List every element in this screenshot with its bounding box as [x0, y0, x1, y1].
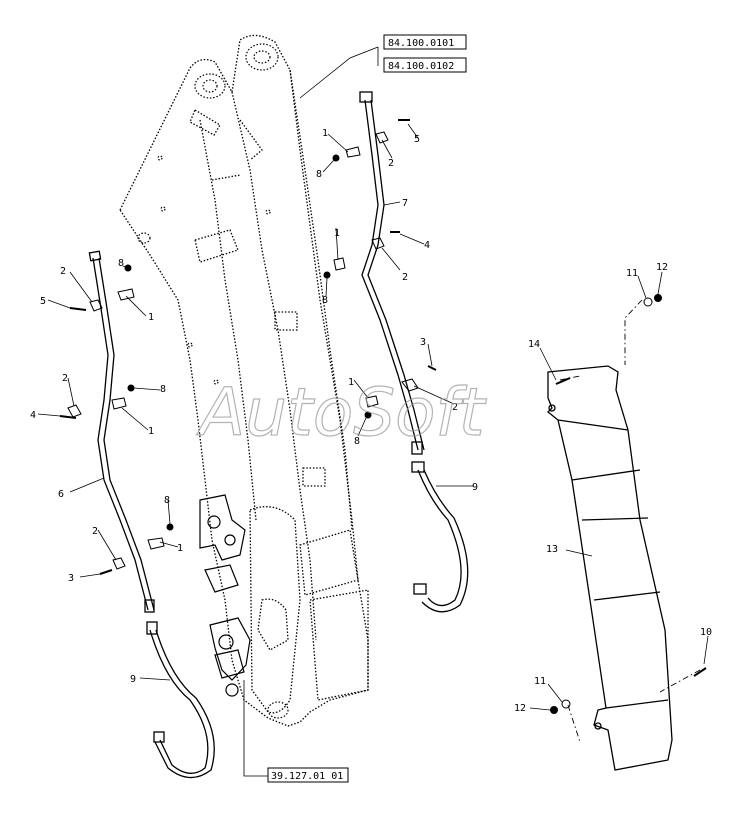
- callout-11: 11: [534, 676, 546, 687]
- callout-6: 6: [58, 489, 64, 500]
- callout-9: 9: [130, 674, 136, 685]
- callout-5: 5: [40, 296, 46, 307]
- rigid-pipe-right: [359, 91, 425, 455]
- callout-1: 1: [322, 128, 328, 139]
- callout-1: 1: [334, 228, 340, 239]
- callout-2: 2: [402, 272, 408, 283]
- callout-8: 8: [322, 295, 328, 306]
- callout-9: 9: [472, 482, 478, 493]
- callout-7: 7: [402, 198, 408, 209]
- rigid-pipe-left: [88, 250, 155, 613]
- callout-10: 10: [700, 627, 712, 638]
- reference-boxes: [267, 34, 467, 783]
- hose-left: [146, 621, 215, 779]
- callout-1: 1: [148, 426, 154, 437]
- boom-arm: [119, 34, 369, 727]
- callout-5: 5: [414, 134, 420, 145]
- pivot-holes: [137, 43, 289, 719]
- callout-8: 8: [118, 258, 124, 269]
- callout-1: 1: [348, 377, 354, 388]
- callout-4: 4: [30, 410, 36, 421]
- ref-84-100-0101: 84.100.0101: [388, 38, 454, 49]
- callout-labels: 1 1 1 1 1 1 2 2 2 2 2 2 3 3 5 4 4 5 6 7 …: [30, 128, 712, 714]
- callout-13: 13: [546, 544, 558, 555]
- callout-8: 8: [316, 169, 322, 180]
- assembly-lines: [559, 299, 701, 743]
- callout-1: 1: [148, 312, 154, 323]
- callout-12: 12: [514, 703, 526, 714]
- callout-2: 2: [452, 402, 458, 413]
- callout-4: 4: [424, 240, 430, 251]
- callout-3: 3: [68, 573, 74, 584]
- guard-plate: [547, 365, 673, 771]
- leader-lines: [37, 46, 709, 777]
- callout-3: 3: [420, 337, 426, 348]
- callout-2: 2: [62, 373, 68, 384]
- watermark: AutoSoft: [196, 374, 487, 451]
- callout-8: 8: [160, 384, 166, 395]
- callout-8: 8: [164, 495, 170, 506]
- hydraulic-fittings: [199, 494, 251, 697]
- callout-12: 12: [656, 262, 668, 273]
- callout-2: 2: [92, 526, 98, 537]
- ref-84-100-0102: 84.100.0102: [388, 61, 454, 72]
- callout-8: 8: [354, 436, 360, 447]
- callout-11: 11: [626, 268, 638, 279]
- callout-1: 1: [177, 543, 183, 554]
- hose-right: [411, 461, 469, 613]
- callout-14: 14: [528, 339, 540, 350]
- callout-2: 2: [60, 266, 66, 277]
- ref-39-127-01-01: 39.127.01 01: [271, 771, 343, 782]
- callout-2: 2: [388, 158, 394, 169]
